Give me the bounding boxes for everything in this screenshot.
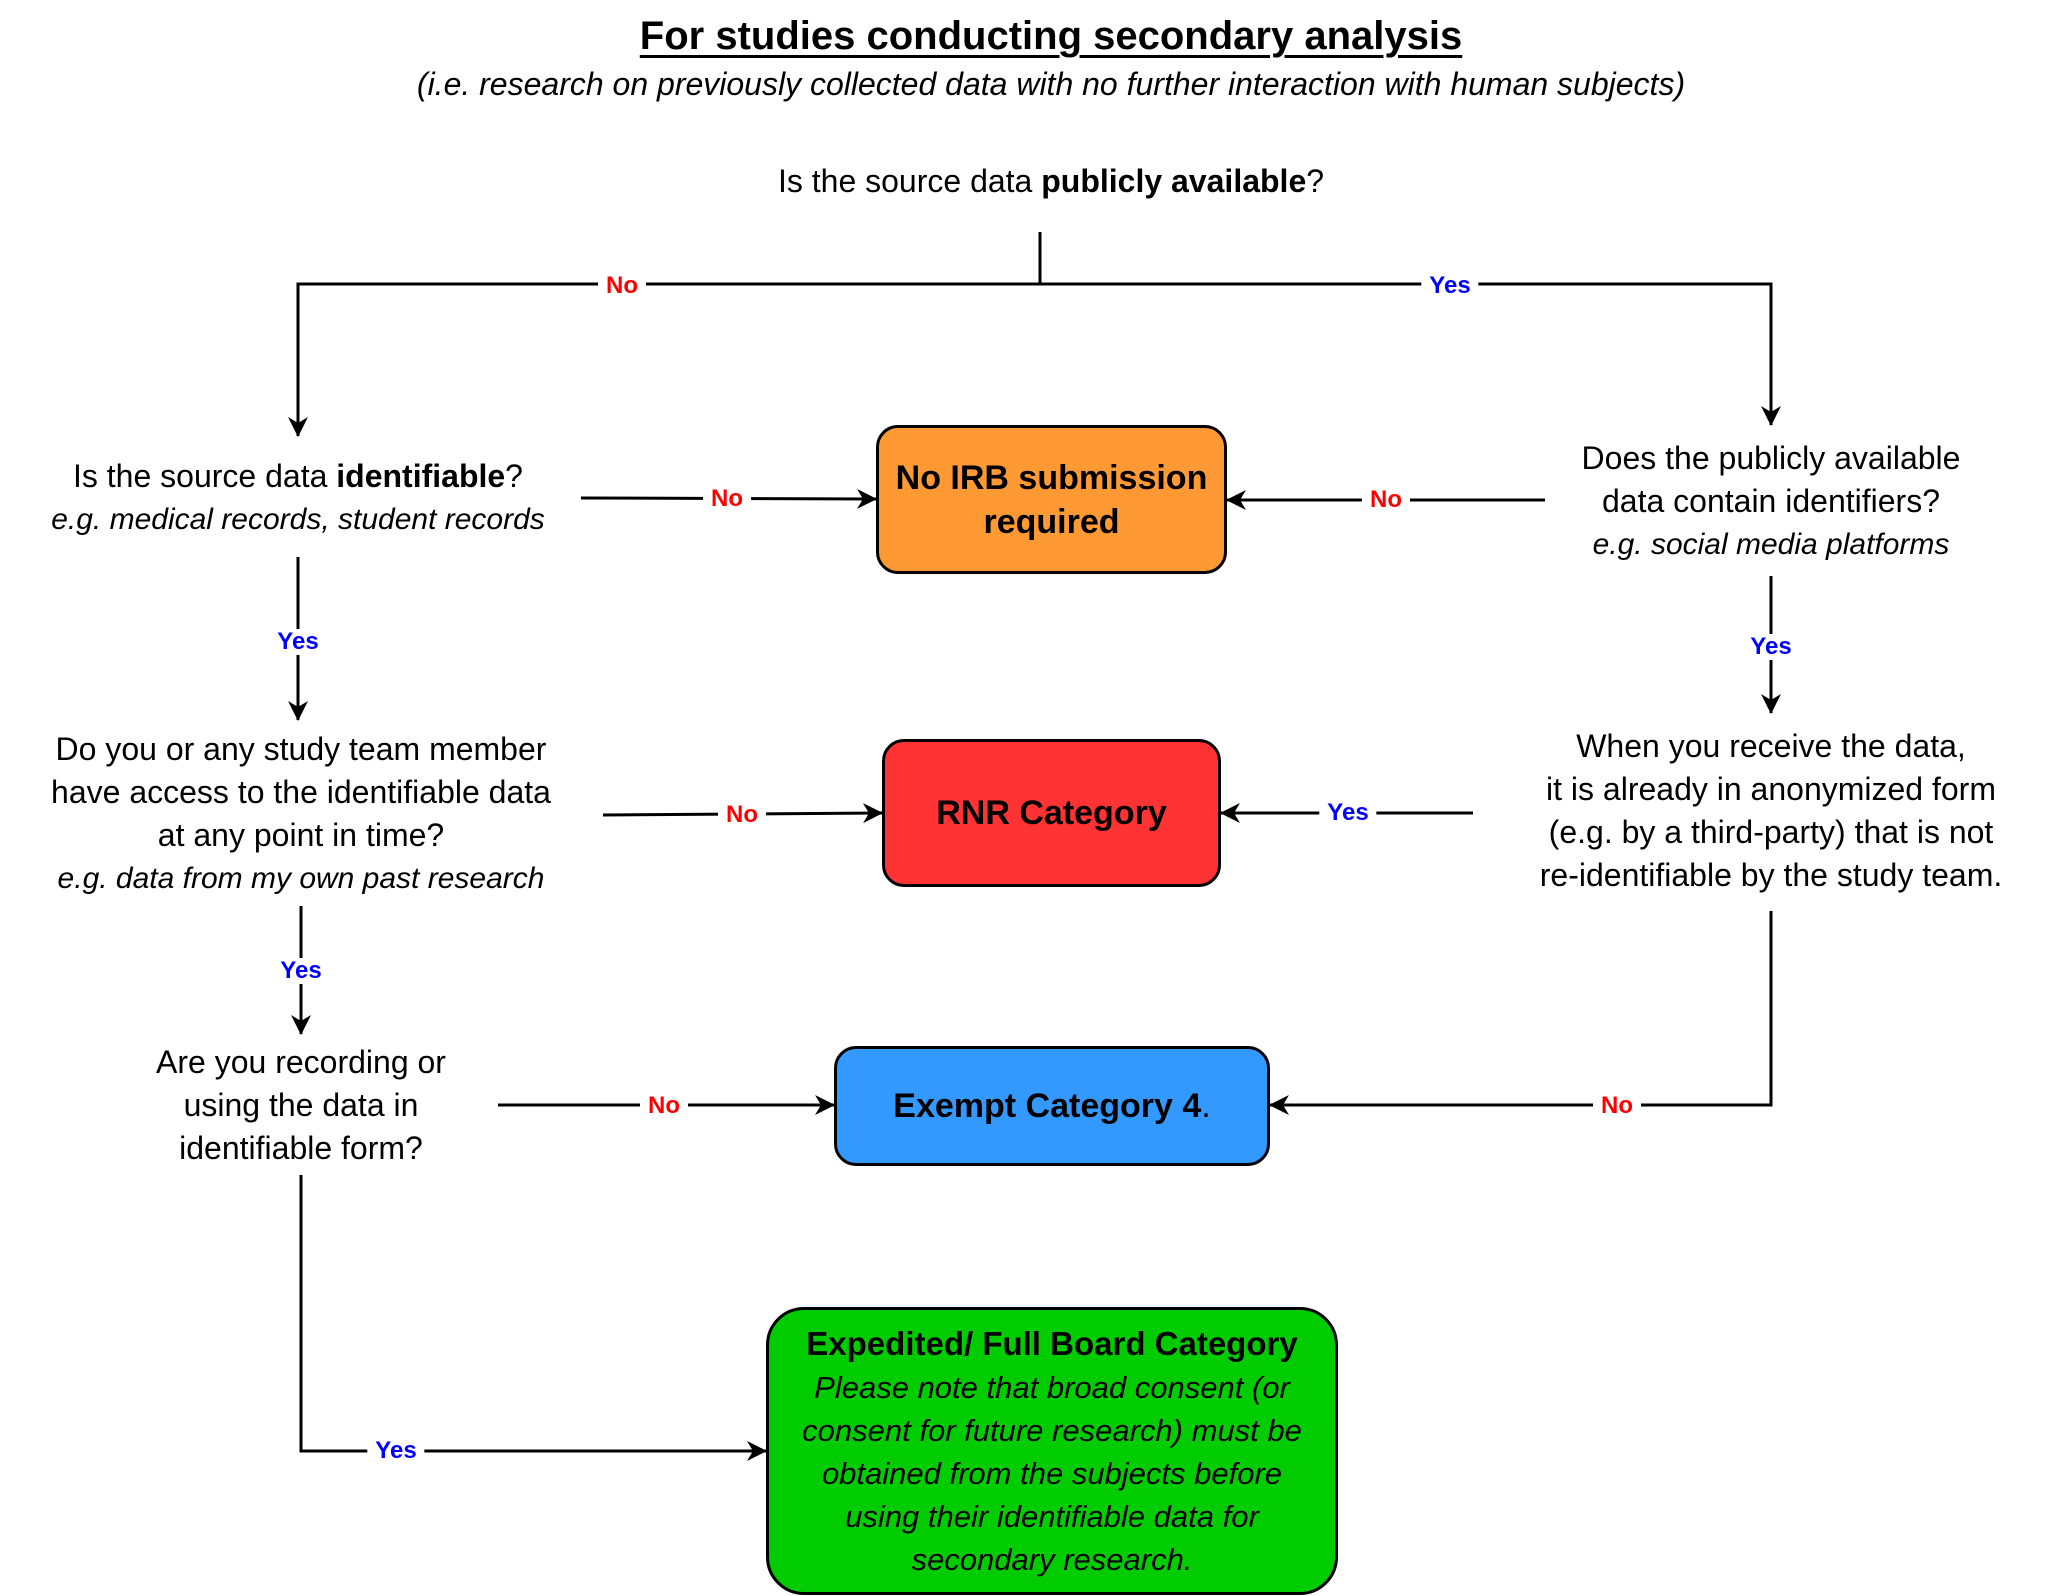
edge-anonymized-no: [1269, 911, 1773, 1115]
question-line: data contain identifiers?: [1601, 483, 1940, 519]
edge-public-no: [288, 282, 1040, 437]
outcome-label-text: Exempt Category 4: [893, 1087, 1202, 1125]
question-text: Is the source data: [777, 163, 1042, 199]
outcome-expedited-full-board: Expedited/ Full Board Category Please no…: [766, 1307, 1338, 1595]
edge-label-yes: Yes: [272, 958, 330, 984]
question-example: e.g. data from my own past research: [57, 862, 545, 895]
question-example: e.g. medical records, student records: [51, 503, 545, 536]
question-line: Does the publicly available: [1581, 440, 1961, 476]
question-publicly-available: Is the source data publicly available?: [778, 160, 1324, 203]
edge-label-yes: Yes: [367, 1438, 425, 1464]
outcome-rnr-category: RNR Category: [882, 739, 1221, 887]
question-line: Is the source data identifiable?: [51, 455, 545, 498]
question-text: Is the source data: [73, 458, 337, 494]
edge-label-yes: Yes: [1421, 273, 1479, 299]
edge-recording-yes: [299, 1175, 767, 1461]
outcome-label: RNR Category: [936, 794, 1167, 832]
edge-public-yes: [1040, 282, 1781, 426]
edge-label-yes: Yes: [1319, 800, 1377, 826]
question-mark: ?: [505, 458, 523, 494]
question-line: Do you or any study team member: [55, 731, 547, 767]
edge-label-no: No: [1362, 487, 1410, 513]
question-anonymized: When you receive the data, it is already…: [1540, 725, 2002, 897]
outcome-label: No IRB submission: [895, 458, 1208, 497]
question-line: using the data in: [183, 1087, 419, 1123]
outcome-label: Exempt Category 4.: [893, 1084, 1210, 1128]
edge-label-yes: Yes: [1742, 634, 1800, 660]
edge-label-no: No: [703, 486, 751, 512]
outcome-no-irb-required: No IRB submission required: [876, 425, 1227, 574]
outcome-note-line: Please note that broad consent (or: [814, 1369, 1290, 1405]
edge-label-no: No: [718, 802, 766, 828]
outcome-label-suffix: .: [1201, 1087, 1211, 1125]
question-line: Are you recording or: [156, 1044, 446, 1080]
question-line: it is already in anonymized form: [1546, 771, 1996, 807]
outcome-label: Expedited/ Full Board Category: [806, 1324, 1298, 1362]
outcome-note-line: secondary research.: [911, 1541, 1193, 1577]
edge-label-no: No: [598, 273, 646, 299]
outcome-note-line: using their identifiable data for: [845, 1498, 1259, 1534]
outcome-note-line: obtained from the subjects before: [821, 1455, 1283, 1491]
edge-label-yes: Yes: [269, 629, 327, 655]
question-contains-identifiers: Does the publicly available data contain…: [1582, 437, 1961, 566]
outcome-note-line: consent for future research) must be: [802, 1412, 1302, 1448]
question-line: re-identifiable by the study team.: [1539, 857, 2003, 893]
edge-label-no: No: [640, 1093, 688, 1119]
question-line: When you receive the data,: [1576, 728, 1966, 764]
question-example: e.g. social media platforms: [1592, 528, 1950, 561]
question-line: identifiable form?: [179, 1130, 423, 1166]
question-line: at any point in time?: [157, 817, 445, 853]
question-mark: ?: [1306, 163, 1325, 199]
question-recording: Are you recording or using the data in i…: [156, 1041, 446, 1170]
page-title: For studies conducting secondary analysi…: [639, 14, 1463, 58]
question-line: have access to the identifiable data: [51, 774, 551, 810]
page-subtitle: (i.e. research on previously collected d…: [416, 66, 1686, 102]
question-access: Do you or any study team member have acc…: [51, 728, 551, 900]
outcome-label: required: [983, 502, 1120, 541]
edge-label-no: No: [1593, 1093, 1641, 1119]
question-emphasis: publicly available: [1041, 163, 1307, 199]
question-emphasis: identifiable: [336, 458, 506, 494]
outcome-exempt-category-4: Exempt Category 4.: [834, 1046, 1270, 1166]
question-identifiable: Is the source data identifiable? e.g. me…: [51, 455, 545, 541]
question-line: (e.g. by a third-party) that is not: [1548, 814, 1994, 850]
